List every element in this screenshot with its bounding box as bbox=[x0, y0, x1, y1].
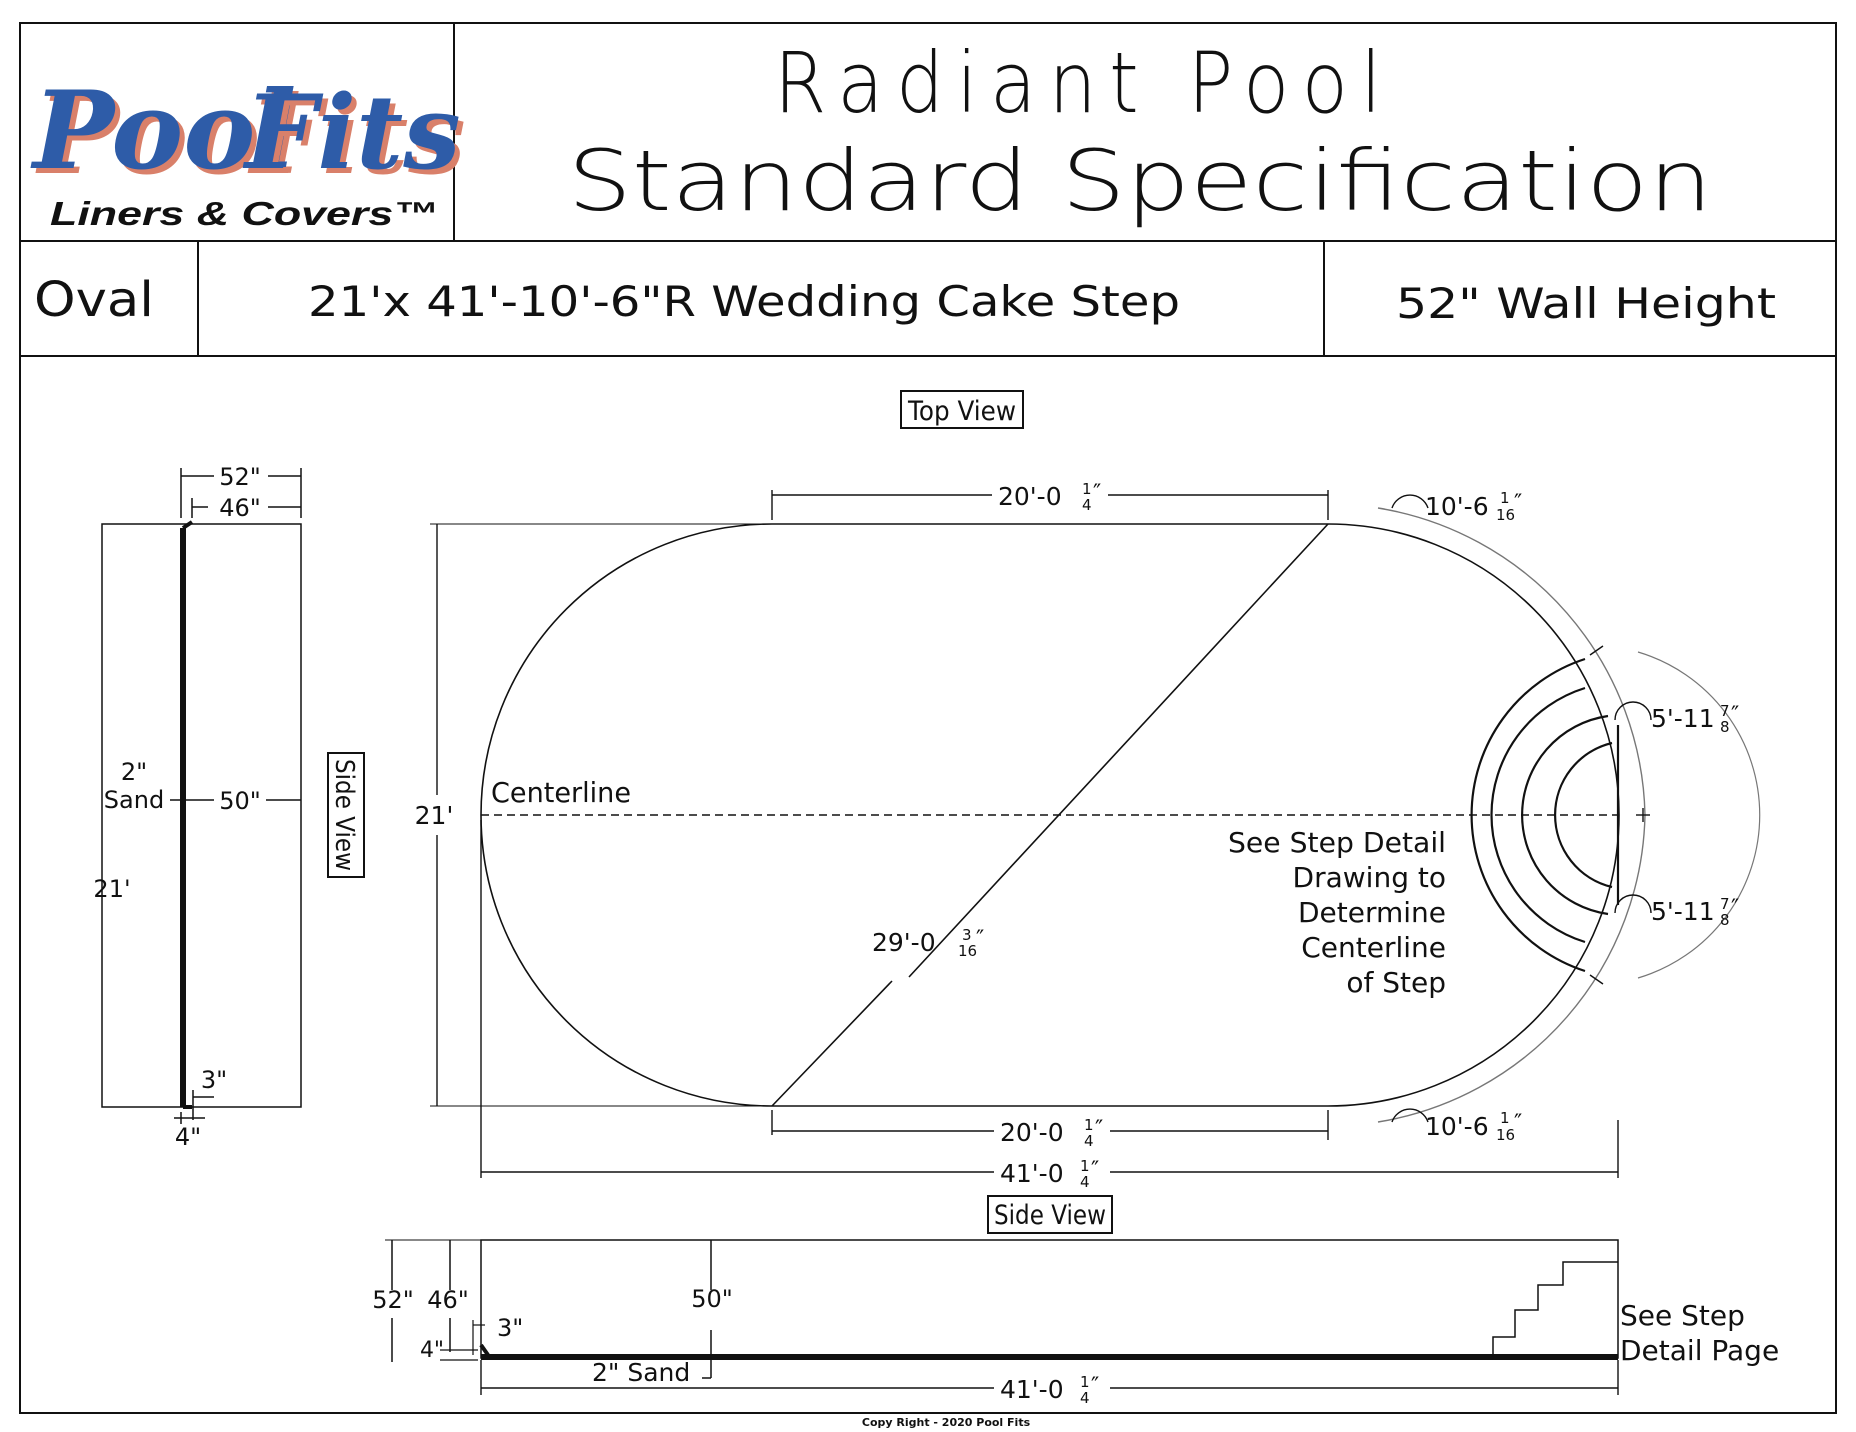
step-arc-bottom-num: 7 bbox=[1720, 895, 1730, 913]
arc-bottom-inch: ″ bbox=[1514, 1111, 1522, 1136]
side-view-vertical-label: Side View bbox=[329, 759, 359, 871]
pool-fits-logo: Pool Pool Fits Fits Liners & Covers™ bbox=[30, 68, 466, 232]
step-arc-bottom-dim: 5'-11 bbox=[1651, 897, 1715, 926]
bottom-step-note-line-2: Detail Page bbox=[1620, 1334, 1779, 1367]
left-dim-46: 46" bbox=[219, 494, 261, 522]
side-view-vertical-label-box: Side View bbox=[327, 752, 365, 878]
bottom-dim-4: 4" bbox=[420, 1338, 444, 1363]
arc-bottom-num: 1 bbox=[1500, 1109, 1510, 1127]
arc-top-num: 1 bbox=[1500, 489, 1510, 507]
left-dim-52: 52" bbox=[219, 463, 261, 491]
top-view-label-box: Top View bbox=[900, 390, 1024, 429]
diagonal-den: 16 bbox=[958, 942, 977, 960]
pool-size: 21'x 41'-10'-6"R Wedding Cake Step bbox=[308, 277, 1180, 326]
bottom-sand: 2" Sand bbox=[592, 1358, 690, 1387]
width-dim: 21' bbox=[415, 801, 454, 830]
arc-top-inch: ″ bbox=[1514, 491, 1522, 516]
left-dim-4: 4" bbox=[175, 1123, 201, 1151]
sheet-frame bbox=[19, 22, 1837, 1414]
bottom-dim-52: 52" bbox=[372, 1286, 414, 1314]
step-arc-top-num: 7 bbox=[1720, 702, 1730, 720]
title-line-2: Standard Specification bbox=[568, 132, 1713, 230]
bottom-dim-3: 3" bbox=[497, 1314, 523, 1342]
left-side-section bbox=[101, 468, 302, 1124]
left-dim-50: 50" bbox=[219, 787, 261, 815]
centerline-label: Centerline bbox=[491, 776, 631, 809]
copyright: Copy Right - 2020 Pool Fits bbox=[862, 1416, 1031, 1429]
top-view-label: Top View bbox=[907, 396, 1016, 427]
step-arc-top-den: 8 bbox=[1720, 718, 1730, 736]
left-sand-word: Sand bbox=[104, 786, 164, 814]
step-note-line-4: Centerline bbox=[1301, 931, 1446, 964]
pool-shape: Oval bbox=[34, 272, 154, 328]
bottom-straight-inch: ″ bbox=[1095, 1117, 1103, 1142]
left-dim-3: 3" bbox=[201, 1066, 227, 1094]
side-view-bottom-drawing bbox=[385, 1239, 1619, 1395]
bottom-straight-quarter-den: 4 bbox=[1084, 1132, 1094, 1150]
side-view-bottom-label: Side View bbox=[994, 1200, 1106, 1231]
step-note-line-5: of Step bbox=[1346, 966, 1446, 999]
bottom-step-note-line-1: See Step bbox=[1620, 1299, 1745, 1332]
wall-height: 52" Wall Height bbox=[1396, 279, 1776, 328]
bottom-overall-quarter-num: 1 bbox=[1080, 1373, 1090, 1391]
arc-bottom-dim: 10'-6 bbox=[1425, 1112, 1489, 1141]
overall-inch: ″ bbox=[1091, 1158, 1099, 1183]
step-note: See Step Detail Drawing to Determine Cen… bbox=[1228, 826, 1446, 999]
arc-bottom-den: 16 bbox=[1496, 1126, 1515, 1144]
step-note-line-3: Determine bbox=[1298, 896, 1446, 929]
left-sand-2: 2" bbox=[121, 758, 147, 786]
logo-word-fits-shadow: Fits bbox=[247, 78, 466, 198]
left-dim-21: 21' bbox=[93, 875, 130, 903]
title-line-1: Radiant Pool bbox=[774, 34, 1394, 132]
step-arc-bottom-inch: ″ bbox=[1731, 896, 1739, 921]
bottom-straight-dim: 20'-0 bbox=[1000, 1118, 1064, 1147]
step-note-line-1: See Step Detail bbox=[1228, 826, 1446, 859]
top-straight-dim: 20'-0 bbox=[998, 482, 1062, 511]
bottom-dim-50: 50" bbox=[691, 1285, 733, 1313]
top-straight-inch: ″ bbox=[1093, 481, 1101, 506]
side-view-bottom-label-box: Side View bbox=[987, 1195, 1113, 1234]
bottom-overall-dim: 41'-0 bbox=[1000, 1375, 1064, 1404]
logo-word-fits: Fits bbox=[242, 73, 461, 193]
pool-oval-outline bbox=[480, 523, 1620, 1107]
overall-quarter-num: 1 bbox=[1080, 1157, 1090, 1175]
bottom-overall-inch: ″ bbox=[1091, 1374, 1099, 1399]
step-arc-top-dim: 5'-11 bbox=[1651, 704, 1715, 733]
top-view-drawing bbox=[430, 490, 1761, 1178]
arc-top-dim: 10'-6 bbox=[1425, 492, 1489, 521]
step-arc-bottom-den: 8 bbox=[1720, 911, 1730, 929]
diagonal-num: 3 bbox=[962, 926, 972, 944]
diagonal-inch: ″ bbox=[976, 927, 984, 952]
overall-quarter-den: 4 bbox=[1080, 1173, 1090, 1191]
bottom-overall-quarter-den: 4 bbox=[1080, 1389, 1090, 1407]
step-arc-top-inch: ″ bbox=[1731, 703, 1739, 728]
bottom-dim-46: 46" bbox=[427, 1286, 469, 1314]
logo-word-pool-shadow: Pool bbox=[35, 73, 301, 199]
top-straight-quarter-num: 1 bbox=[1082, 480, 1092, 498]
overall-dim: 41'-0 bbox=[1000, 1159, 1064, 1188]
top-straight-quarter-den: 4 bbox=[1082, 496, 1092, 514]
logo-word-pool: Pool bbox=[30, 68, 296, 194]
bottom-straight-quarter-num: 1 bbox=[1084, 1116, 1094, 1134]
diagonal-dim: 29'-0 bbox=[872, 928, 936, 957]
logo-tagline: Liners & Covers™ bbox=[50, 195, 438, 232]
arc-top-den: 16 bbox=[1496, 506, 1515, 524]
step-note-line-2: Drawing to bbox=[1293, 861, 1446, 894]
